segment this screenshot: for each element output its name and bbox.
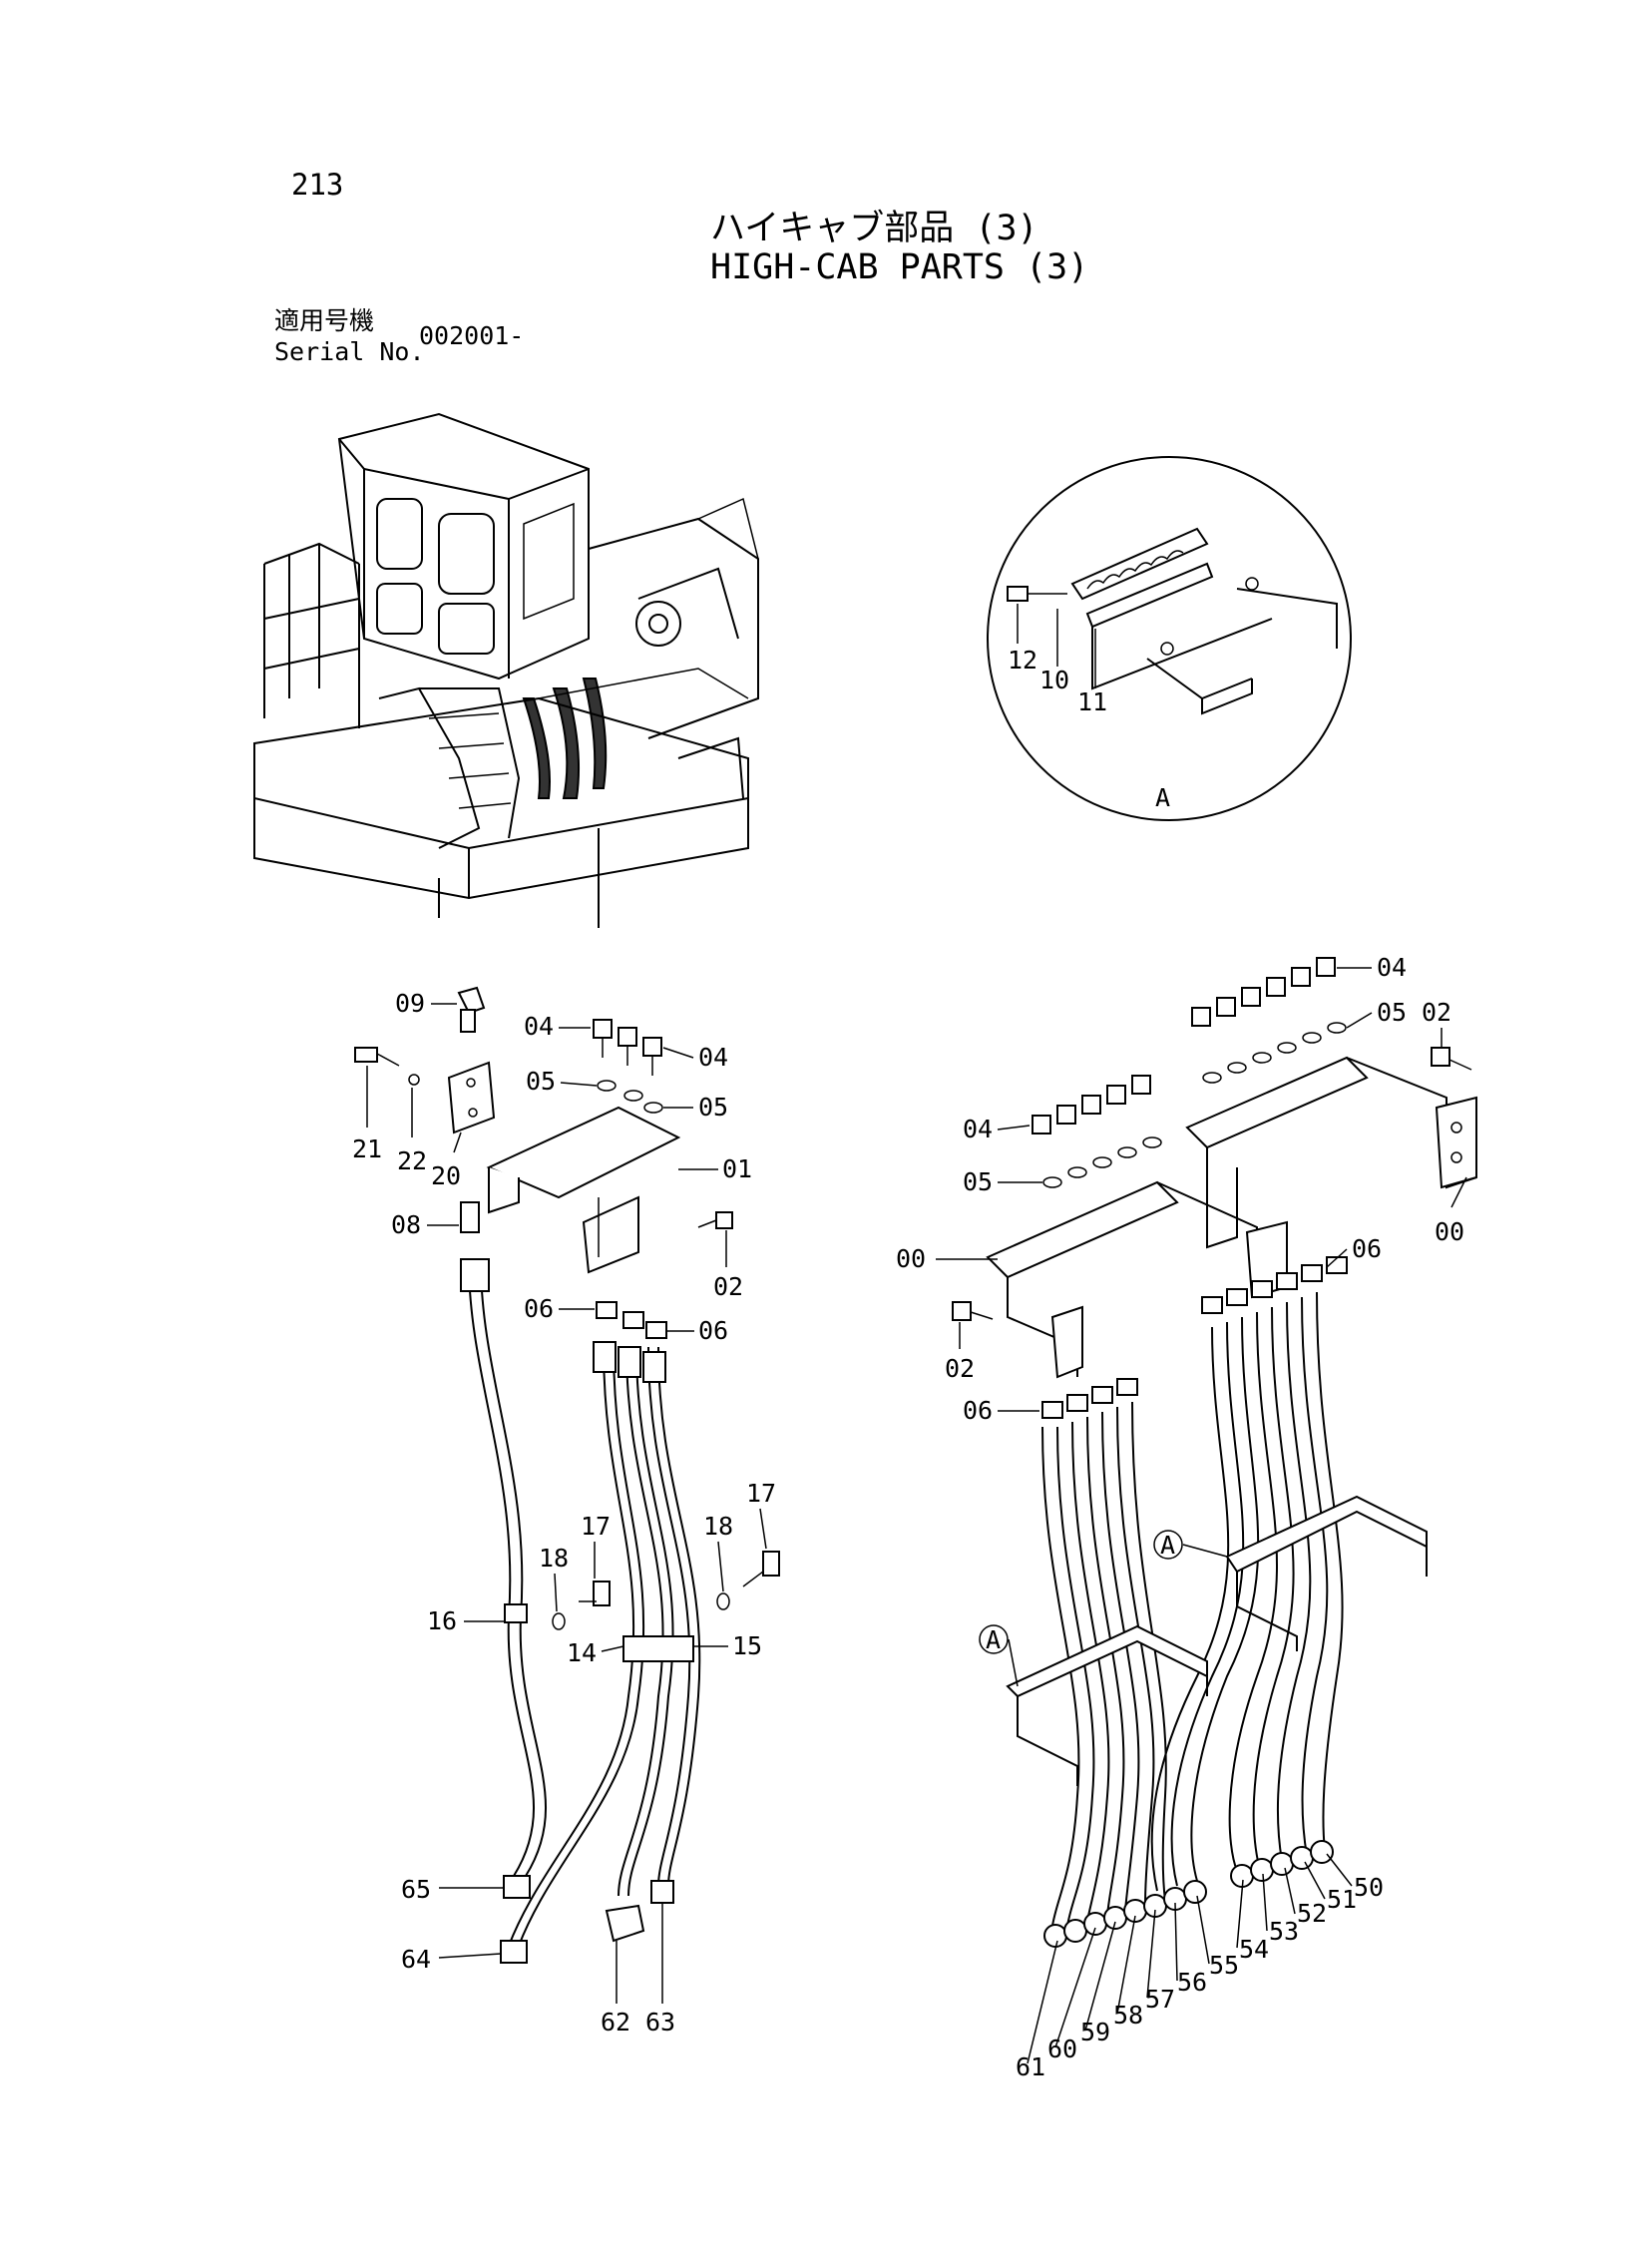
serial-label-english: Serial No. bbox=[274, 337, 425, 366]
page-title-japanese: ハイキャブ部品 (3) bbox=[710, 209, 1038, 248]
callout-22: 22 bbox=[397, 1146, 427, 1175]
callout-06-b: 06 bbox=[698, 1316, 728, 1345]
callout-53: 53 bbox=[1269, 1917, 1299, 1946]
right-hose-assembly: 04 05 02 00 04 05 00 06 02 06 A A 50 51 … bbox=[896, 953, 1477, 2081]
callout-58: 58 bbox=[1113, 2001, 1143, 2030]
callout-21: 21 bbox=[352, 1134, 382, 1163]
detail-marker-a: A bbox=[1155, 783, 1170, 812]
callout-20: 20 bbox=[431, 1161, 461, 1190]
callout-04-rear: 04 bbox=[1377, 953, 1407, 982]
callout-16: 16 bbox=[427, 1606, 457, 1635]
callout-05-a: 05 bbox=[526, 1067, 556, 1096]
left-hose-assembly: 09 04 04 05 05 01 21 22 20 08 02 06 06 1… bbox=[352, 986, 780, 2037]
callout-18-a: 18 bbox=[539, 1544, 569, 1573]
callout-05-rear: 05 bbox=[1377, 998, 1407, 1027]
detail-view-a: 12 10 11 A bbox=[987, 456, 1352, 821]
callout-65: 65 bbox=[401, 1875, 431, 1904]
callout-05-b: 05 bbox=[698, 1093, 728, 1122]
callout-02: 02 bbox=[713, 1272, 743, 1301]
callout-56: 56 bbox=[1177, 1968, 1207, 1997]
callout-01: 01 bbox=[722, 1154, 752, 1183]
callout-50: 50 bbox=[1354, 1873, 1384, 1902]
callout-02-front: 02 bbox=[945, 1354, 975, 1383]
callout-02-rear: 02 bbox=[1422, 998, 1451, 1027]
callout-51: 51 bbox=[1327, 1885, 1357, 1914]
callout-06-a: 06 bbox=[524, 1294, 554, 1323]
callout-04-a: 04 bbox=[524, 1012, 554, 1041]
clamp-marker-a-lower: A bbox=[986, 1625, 1001, 1654]
callout-06-front: 06 bbox=[963, 1396, 993, 1425]
callout-18-b: 18 bbox=[703, 1512, 733, 1541]
callout-64: 64 bbox=[401, 1945, 431, 1974]
callout-05-front: 05 bbox=[963, 1167, 993, 1196]
callout-06-rear: 06 bbox=[1352, 1234, 1382, 1263]
callout-15: 15 bbox=[732, 1631, 762, 1660]
callout-61: 61 bbox=[1016, 2052, 1045, 2081]
page-number: 213 bbox=[291, 168, 344, 202]
callout-11: 11 bbox=[1077, 687, 1107, 716]
callout-09: 09 bbox=[395, 989, 425, 1018]
serial-number-value: 002001- bbox=[419, 321, 525, 350]
callout-17-b: 17 bbox=[746, 1479, 776, 1508]
callout-04-b: 04 bbox=[698, 1043, 728, 1072]
callout-62: 62 bbox=[601, 2008, 630, 2037]
callout-04-front: 04 bbox=[963, 1115, 993, 1143]
callout-14: 14 bbox=[567, 1638, 597, 1667]
clamp-marker-a-upper: A bbox=[1160, 1531, 1175, 1560]
callout-55: 55 bbox=[1209, 1951, 1239, 1980]
page-title-english: HIGH-CAB PARTS (3) bbox=[710, 247, 1089, 287]
callout-00-rear: 00 bbox=[1435, 1217, 1464, 1246]
callout-10: 10 bbox=[1039, 666, 1069, 694]
callout-59: 59 bbox=[1080, 2018, 1110, 2046]
callout-12: 12 bbox=[1008, 646, 1037, 675]
callout-17-a: 17 bbox=[581, 1512, 611, 1541]
callout-52: 52 bbox=[1297, 1899, 1327, 1928]
callout-08: 08 bbox=[391, 1210, 421, 1239]
callout-63: 63 bbox=[645, 2008, 675, 2037]
callout-00-front: 00 bbox=[896, 1244, 926, 1273]
serial-label-japanese: 適用号機 bbox=[274, 306, 375, 335]
callout-57: 57 bbox=[1145, 1985, 1175, 2014]
callout-60: 60 bbox=[1047, 2035, 1077, 2063]
callout-54: 54 bbox=[1239, 1935, 1269, 1964]
machine-overview-illustration bbox=[253, 412, 759, 928]
